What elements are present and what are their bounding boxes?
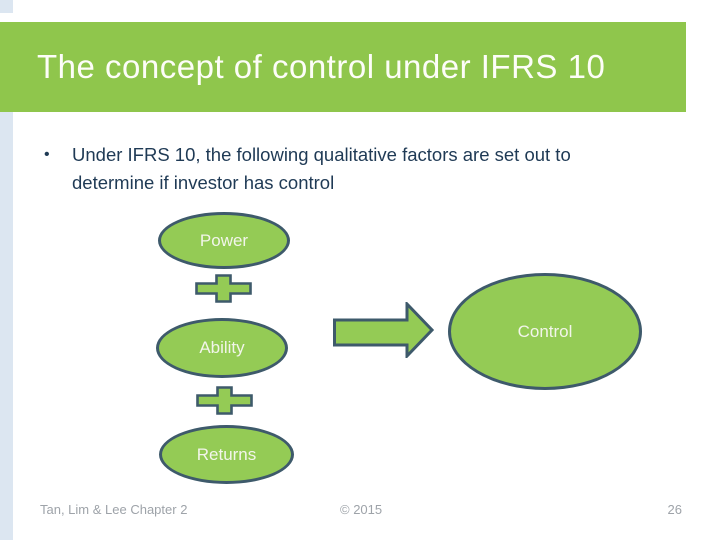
page-number: 26	[667, 502, 682, 517]
title-banner: The concept of control under IFRS 10	[0, 22, 686, 112]
bullet-text: Under IFRS 10, the following qualitative…	[72, 144, 571, 193]
node-ability-label: Ability	[199, 338, 245, 357]
plus-icon	[195, 274, 252, 303]
node-control: Control	[448, 273, 642, 390]
node-power: Power	[158, 212, 290, 269]
slide-footer: Tan, Lim & Lee Chapter 2 © 2015 26	[0, 502, 720, 520]
bullet-text-block: • Under IFRS 10, the following qualitati…	[44, 141, 644, 197]
left-strip-gap	[0, 13, 14, 22]
arrow-right-icon	[333, 302, 434, 358]
slide-title: The concept of control under IFRS 10	[37, 48, 606, 85]
node-returns-label: Returns	[196, 444, 257, 464]
bullet-marker: •	[44, 146, 50, 163]
footer-credit: Tan, Lim & Lee Chapter 2	[40, 502, 188, 517]
node-returns: Returns	[159, 425, 294, 484]
left-accent-strip	[0, 0, 13, 540]
footer-copyright: © 2015	[340, 502, 383, 517]
node-power-label: Power	[199, 230, 249, 250]
node-control-label: Control	[517, 321, 573, 341]
plus-icon	[196, 386, 253, 415]
node-ability: Ability	[156, 318, 288, 378]
